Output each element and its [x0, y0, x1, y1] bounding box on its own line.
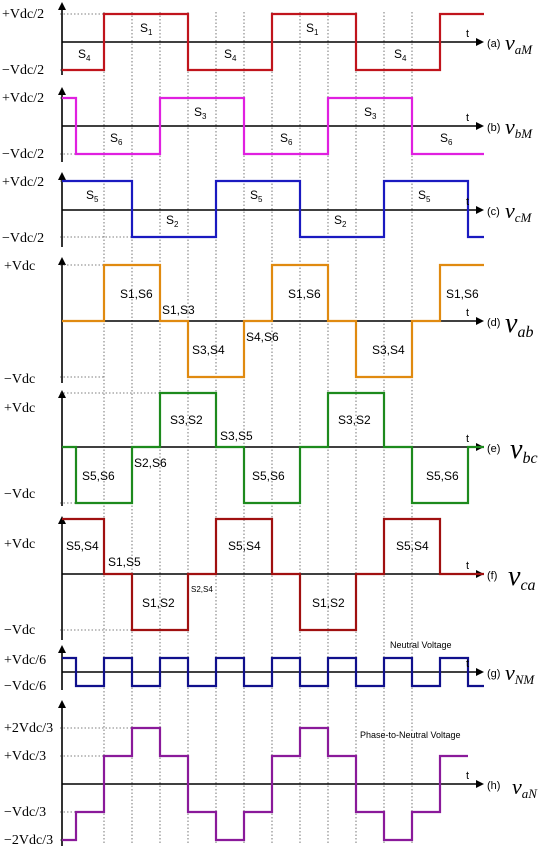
level-label: +2Vdc/3 — [4, 721, 53, 736]
switch-label: S3,S4 — [372, 343, 405, 357]
switch-label: S1,S3 — [162, 303, 195, 317]
signal-name: vab — [505, 308, 533, 341]
switch-label: S1,S2 — [142, 596, 175, 610]
vcM-wave — [62, 179, 484, 239]
signal-name: vaN — [512, 774, 538, 801]
level-label: −Vdc — [4, 623, 35, 638]
panel-tag: (c) — [487, 206, 500, 218]
level-label: +Vdc — [4, 401, 35, 416]
vbM-wave — [62, 96, 484, 156]
switch-label: S4 — [224, 47, 237, 63]
level-label: −Vdc/2 — [2, 231, 44, 246]
panel-tag: (d) — [487, 317, 500, 329]
switch-label: S5,S4 — [66, 539, 99, 553]
level-label: −Vdc/2 — [2, 147, 44, 162]
time-axis-label: t — [466, 433, 469, 445]
phase-to-neutral-note: Phase-to-Neutral Voltage — [360, 730, 461, 740]
time-axis-label: t — [466, 307, 469, 319]
switch-label: S1,S6 — [120, 287, 153, 301]
switch-label: S1,S6 — [446, 287, 479, 301]
panel-tag: (a) — [487, 38, 500, 50]
level-label: +Vdc — [4, 537, 35, 552]
panel-tag: (g) — [487, 668, 500, 680]
switch-label: S5,S4 — [228, 539, 261, 553]
level-label: −Vdc — [4, 372, 35, 387]
level-label: +Vdc/6 — [4, 653, 46, 668]
switch-label: S3,S5 — [220, 429, 253, 443]
vaM-wave — [62, 12, 484, 72]
switch-label: S4 — [394, 47, 407, 63]
switch-label: S2,S4 — [191, 585, 213, 594]
level-label: +Vdc/3 — [4, 749, 46, 764]
vNM-wave — [62, 656, 484, 688]
panel-vca: +Vdc −Vdc S5,S4 S1,S5 S1,S2 S2,S4 S5,S4 … — [4, 516, 536, 640]
switch-label: S3 — [364, 105, 377, 121]
panel-vNM: +Vdc/6 −Vdc/6 Neutral Voltage t (g) vNM — [4, 640, 535, 694]
level-label: −Vdc — [4, 487, 35, 502]
switch-label: S1,S5 — [108, 555, 141, 569]
vbc-wave — [62, 391, 484, 505]
level-label: +Vdc/2 — [2, 7, 44, 22]
time-axis-label: t — [466, 28, 469, 40]
switch-label: S5 — [86, 188, 99, 204]
vca-wave — [62, 517, 484, 632]
switch-label: S5,S6 — [82, 469, 115, 483]
signal-name: vbc — [510, 434, 538, 467]
switch-label: S4 — [78, 47, 91, 63]
switch-label: S6 — [110, 131, 123, 147]
vaN-wave — [62, 726, 468, 842]
switch-label: S6 — [280, 131, 293, 147]
switch-label: S2 — [334, 213, 347, 229]
signal-name: vcM — [505, 198, 533, 225]
time-axis-label: t — [466, 770, 469, 782]
switch-label: S5 — [250, 188, 263, 204]
time-axis-label: t — [466, 112, 469, 124]
signal-name: vca — [508, 561, 536, 594]
switch-label: S3,S4 — [192, 343, 225, 357]
panel-tag: (h) — [487, 780, 500, 792]
switch-label: S2,S6 — [134, 456, 167, 470]
panel-vcM: +Vdc/2 −Vdc/2 S5 S2 S5 S2 S5 t (c) vcM — [2, 172, 533, 247]
panel-tag: (e) — [487, 443, 500, 455]
level-label: −Vdc/2 — [2, 63, 44, 78]
vab-wave — [62, 263, 484, 379]
switch-label: S1 — [140, 21, 153, 37]
panel-vaM: +Vdc/2 −Vdc/2 S4 S1 S4 S1 S4 t (a) vaM — [2, 2, 533, 78]
switch-label: S5,S4 — [396, 539, 429, 553]
switch-label: S6 — [440, 131, 453, 147]
panel-vab: +Vdc −Vdc S1,S6 S1,S3 S3,S4 S4,S6 S1,S6 … — [4, 257, 533, 387]
level-label: +Vdc — [4, 259, 35, 274]
panel-tag: (b) — [487, 122, 500, 134]
time-axis-label: t — [466, 658, 469, 670]
switch-label: S5 — [418, 188, 431, 204]
neutral-voltage-note: Neutral Voltage — [390, 640, 452, 650]
level-label: −Vdc/6 — [4, 679, 46, 694]
guide-lines — [103, 12, 413, 845]
panel-vbc: +Vdc −Vdc S3,S2 S3,S5 S5,S6 S2,S6 S5,S6 … — [4, 390, 538, 506]
switch-label: S1,S6 — [288, 287, 321, 301]
signal-name: vNM — [505, 660, 535, 687]
signal-name: vbM — [505, 114, 533, 141]
panel-vbM: +Vdc/2 −Vdc/2 S6 S3 S6 S3 S6 t (b) vbM — [2, 87, 533, 162]
time-axis-label: t — [466, 196, 469, 208]
switch-label: S2 — [166, 213, 179, 229]
switch-label: S3 — [194, 105, 207, 121]
switch-label: S5,S6 — [426, 469, 459, 483]
level-label: +Vdc/2 — [2, 91, 44, 106]
switch-label: S1,S2 — [312, 596, 345, 610]
level-label: +Vdc/2 — [2, 175, 44, 190]
time-axis-label: t — [466, 560, 469, 572]
signal-name: vaM — [505, 30, 533, 57]
panel-tag: (f) — [487, 570, 497, 582]
switch-label: S4,S6 — [246, 330, 279, 344]
level-label: −2Vdc/3 — [4, 833, 53, 848]
switch-label: S1 — [306, 21, 319, 37]
level-label: −Vdc/3 — [4, 805, 46, 820]
switch-label: S3,S2 — [338, 413, 371, 427]
switch-label: S5,S6 — [252, 469, 285, 483]
switch-label: S3,S2 — [170, 413, 203, 427]
panel-vaN: +2Vdc/3 +Vdc/3 −Vdc/3 −2Vdc/3 Phase-to-N… — [4, 700, 538, 848]
